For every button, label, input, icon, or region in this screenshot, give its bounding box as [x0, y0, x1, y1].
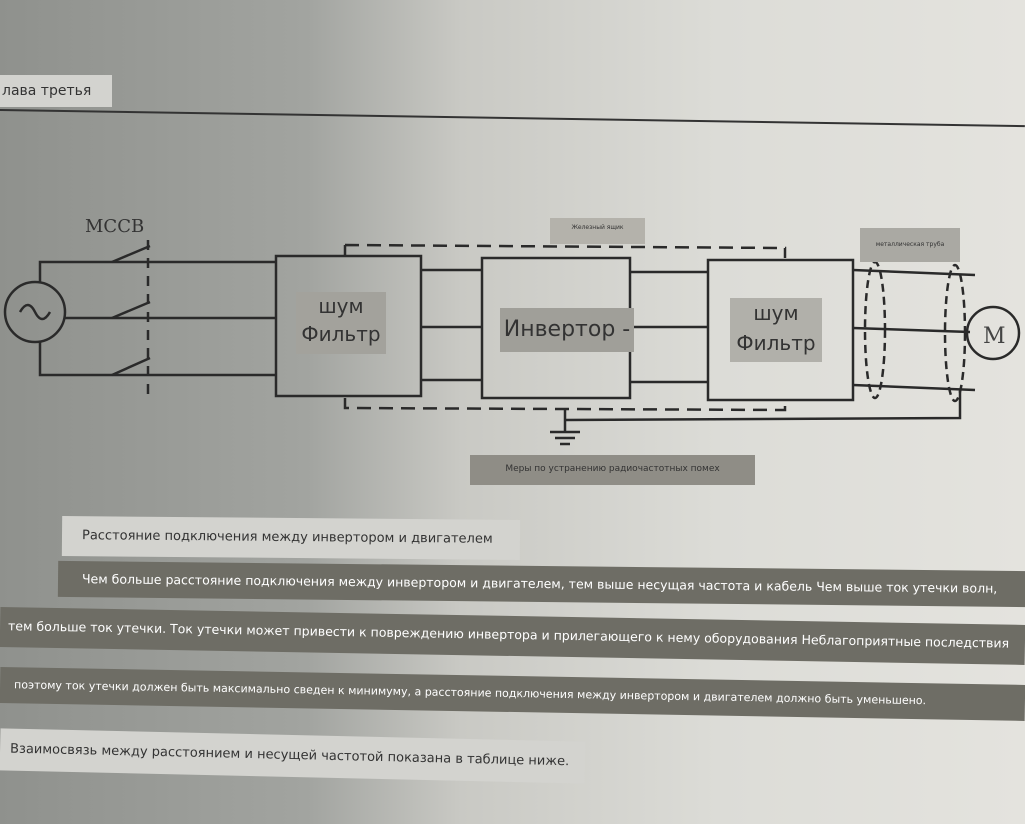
chapter-header: лава третья [0, 75, 112, 107]
diagram-caption: Меры по устранению радиочастотных помех [470, 455, 755, 485]
noise-filter-2: шум Фильтр [730, 298, 822, 362]
motor-icon [965, 305, 1021, 361]
filter2-line1: шум [753, 301, 799, 325]
motor-label: M [983, 324, 1006, 349]
filter1-line2: Фильтр [301, 322, 381, 346]
iron-box-label: Железный ящик [550, 218, 645, 244]
paragraph-line-4: Взаимосвязь между расстоянием и несущей … [0, 728, 586, 784]
paragraph-line-2: тем больше ток утечки. Ток утечки может … [0, 607, 1025, 665]
paragraph-line-1: Чем больше расстояние подключения между … [57, 560, 1025, 608]
filter1-line1: шум [318, 294, 364, 318]
rfi-diagram: MCCB M [3, 216, 1021, 446]
noise-filter-1: шум Фильтр [296, 292, 386, 354]
mccb-label: MCCB [85, 216, 144, 237]
filter2-line2: Фильтр [736, 331, 816, 355]
ac-source-icon [3, 280, 67, 344]
paragraph-line-3: поэтому ток утечки должен быть максималь… [0, 667, 1025, 721]
metal-pipe-label: металлическая труба [860, 228, 960, 262]
inverter-label: Инвертор - [500, 308, 634, 352]
section-heading: Расстояние подключения между инвертором … [61, 516, 521, 560]
